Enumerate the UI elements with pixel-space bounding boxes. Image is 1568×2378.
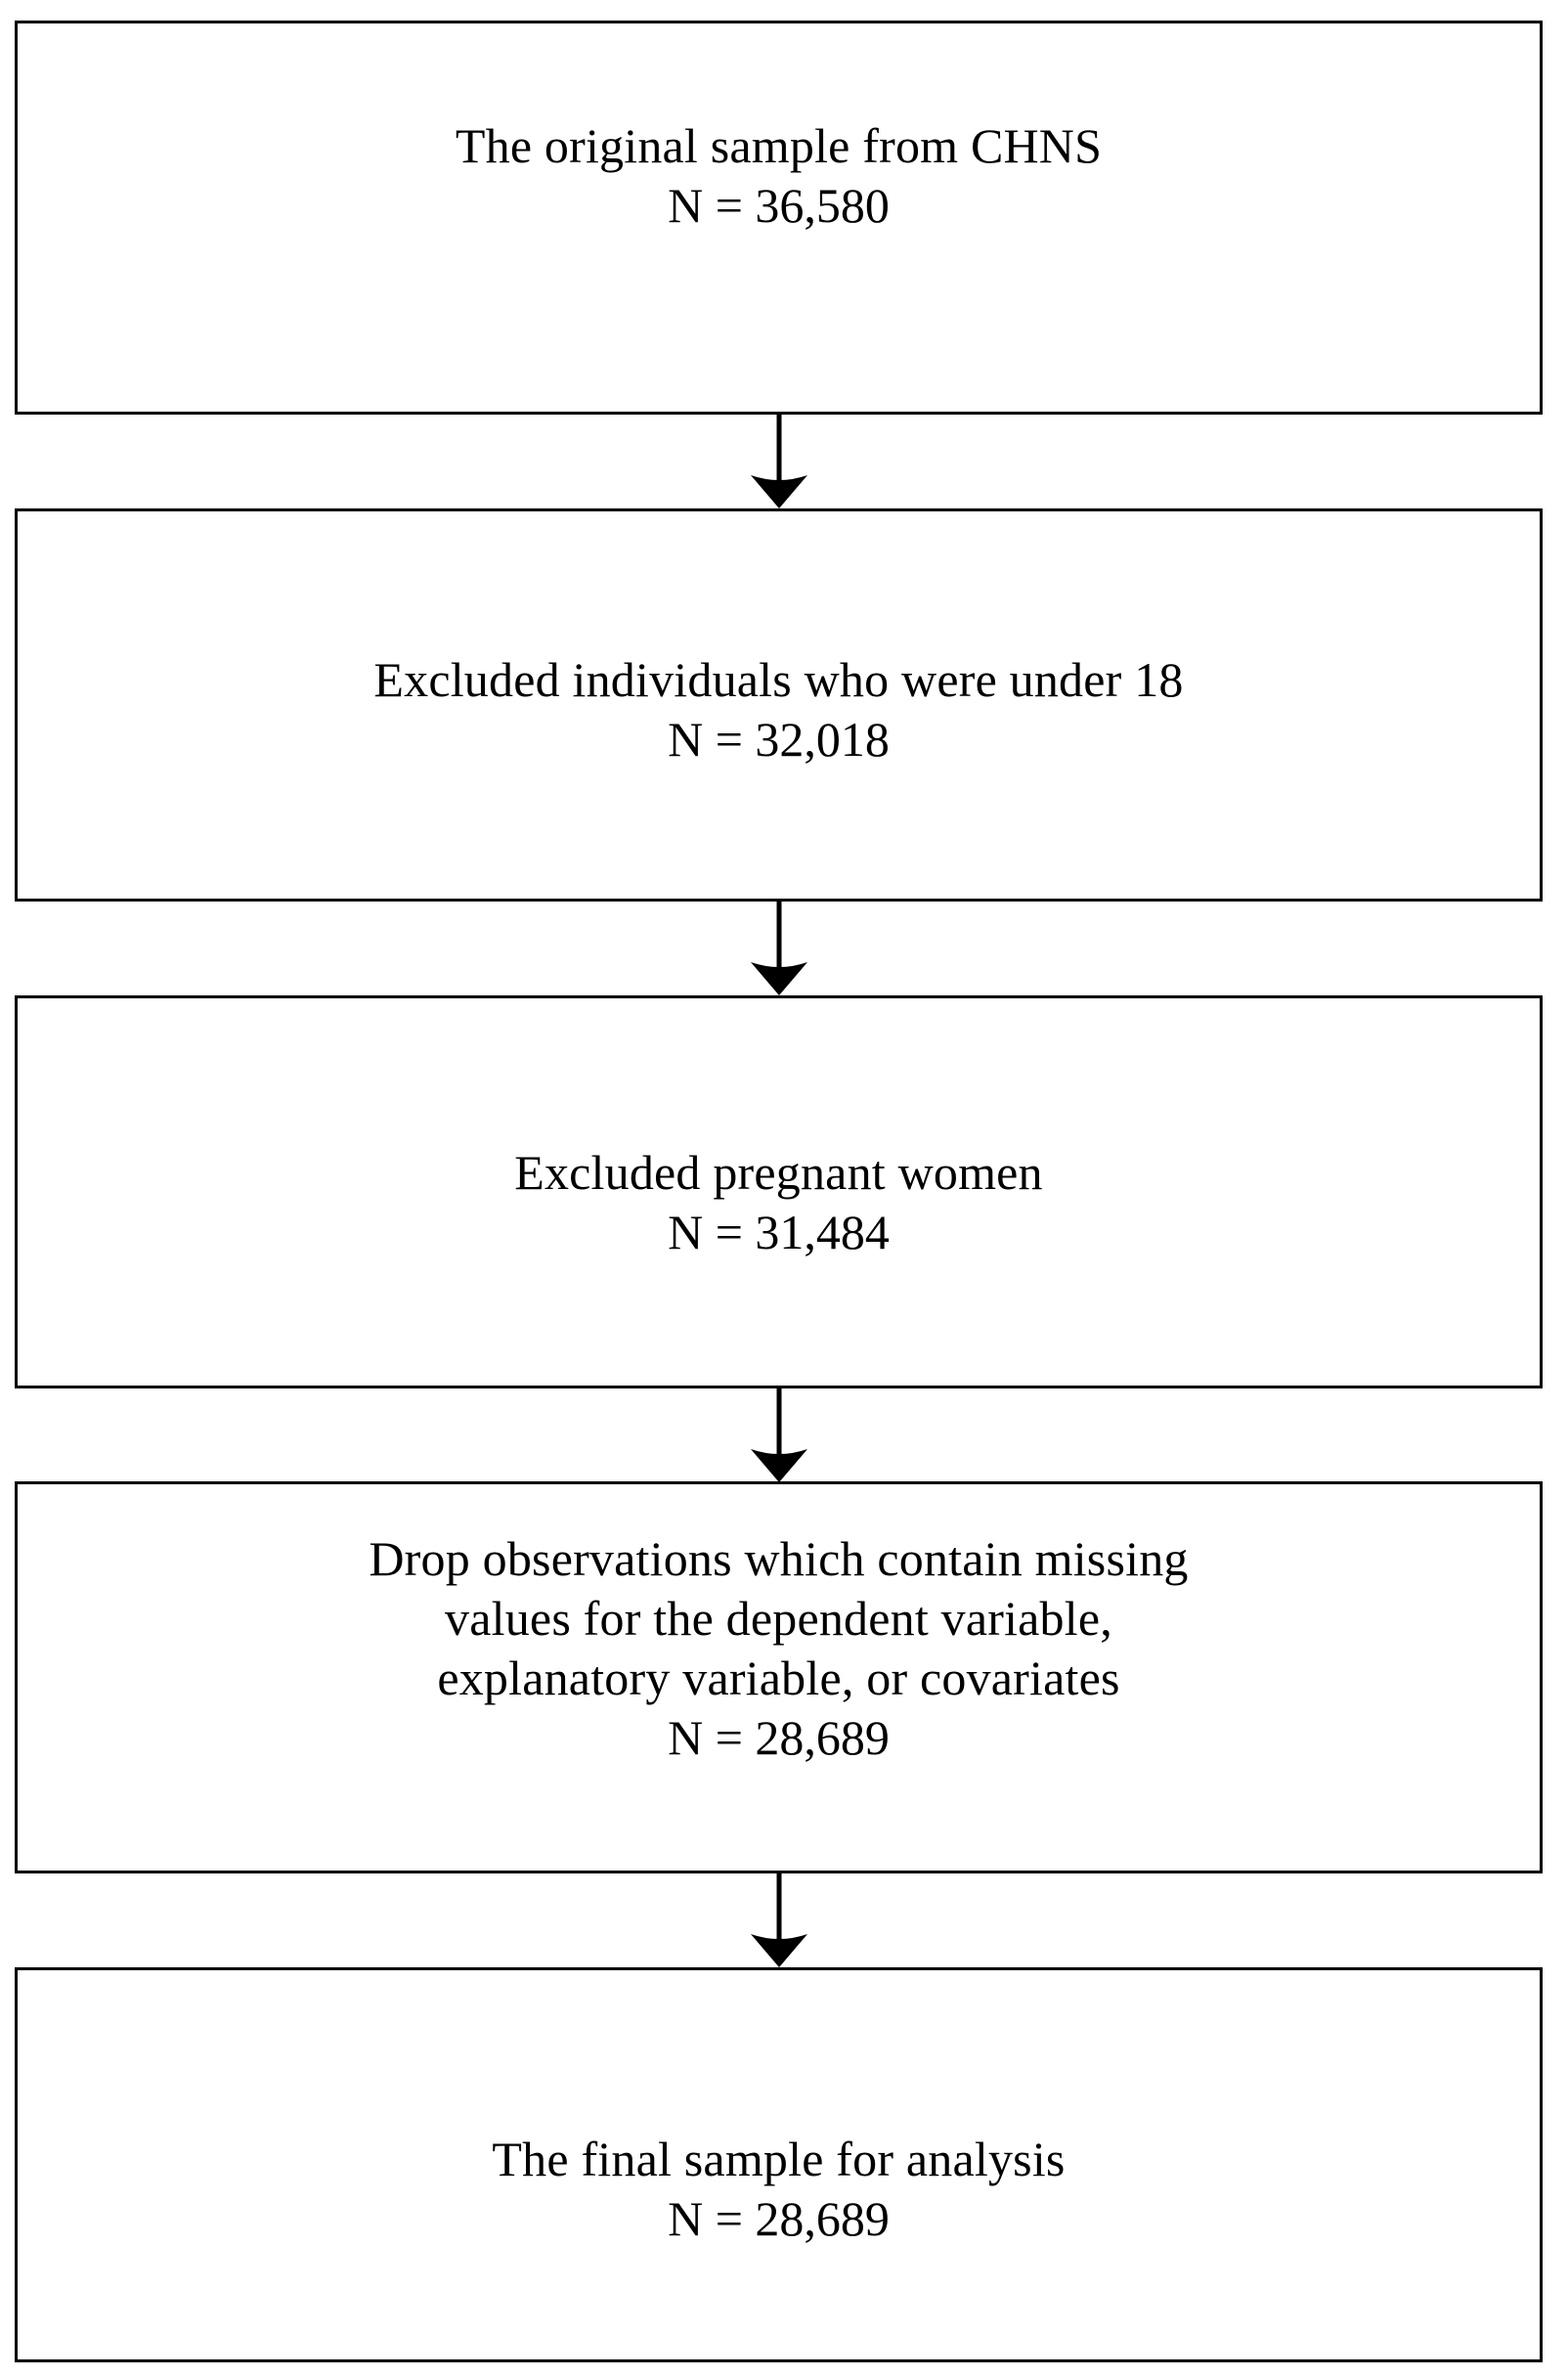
flow-connector-arrow-1 (0, 415, 1568, 508)
flow-node-label: Excluded individuals who were under 18 (373, 652, 1184, 707)
flow-node-count: N = 32,018 (668, 712, 890, 767)
flow-node-excluded-pregnant-women: Excluded pregnant women N = 31,484 (15, 995, 1543, 1388)
flow-node-count: N = 36,580 (668, 178, 890, 233)
flow-node-drop-missing-values: Drop observations which contain missing … (15, 1481, 1543, 1873)
flow-node-count: N = 31,484 (668, 1205, 890, 1259)
flow-node-label: The final sample for analysis (492, 2132, 1066, 2186)
flow-node-label: Drop observations which contain missing … (369, 1531, 1189, 1705)
flow-connector-arrow-2 (0, 902, 1568, 995)
flow-connector-arrow-3 (0, 1388, 1568, 1482)
flow-node-count: N = 28,689 (668, 1710, 890, 1765)
flow-node-label: The original sample from CHNS (455, 118, 1103, 173)
flow-node-excluded-under-18: Excluded individuals who were under 18 N… (15, 508, 1543, 902)
flow-node-label: Excluded pregnant women (514, 1145, 1043, 1200)
flow-node-count: N = 28,689 (668, 2191, 890, 2246)
flow-node-original-sample: The original sample from CHNS N = 36,580 (15, 21, 1543, 415)
flow-node-final-sample: The final sample for analysis N = 28,689 (15, 1967, 1543, 2362)
flow-connector-arrow-4 (0, 1873, 1568, 1967)
